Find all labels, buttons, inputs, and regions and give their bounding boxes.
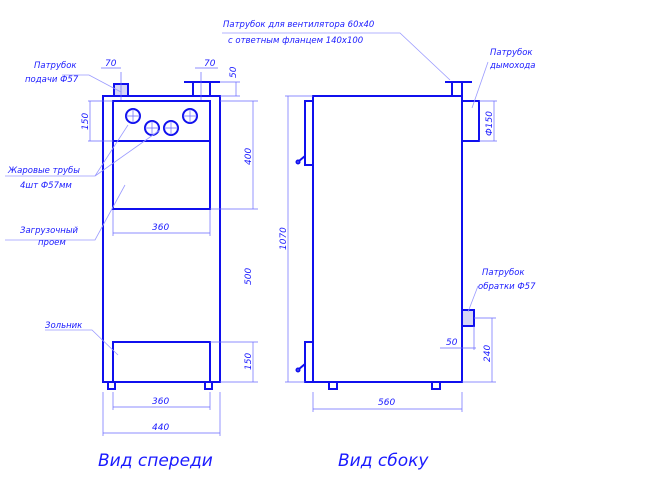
front-view — [88, 67, 258, 436]
dim-top-panel: 150 — [81, 113, 91, 130]
side-body — [312, 95, 463, 383]
fan-pipe-front — [184, 81, 220, 96]
dim-ash-width: 360 — [152, 397, 169, 407]
foot — [107, 381, 116, 390]
chimney-label-2: дымохода — [489, 61, 536, 71]
ashpit-label: Зольник — [45, 321, 83, 331]
supply-label: Патрубок — [34, 61, 77, 71]
fire-tubes-label: Жаровые трубы — [7, 166, 80, 176]
side-view-title: Вид сбоку — [338, 451, 429, 471]
return-label: Патрубок — [482, 268, 525, 278]
dim-fan-height: 50 — [229, 66, 239, 78]
front-view-title: Вид спереди — [98, 451, 213, 471]
return-label-2: обратки Ф57 — [478, 282, 536, 292]
dim-total-width: 440 — [152, 423, 169, 433]
fire-tubes-label-2: 4шт Ф57мм — [20, 181, 72, 191]
fan-pipe-side — [445, 81, 472, 96]
side-view — [285, 81, 497, 412]
dim-supply: 70 — [105, 59, 117, 69]
dim-total-height: 1070 — [279, 227, 289, 250]
door-profile — [304, 100, 314, 166]
fan-pipe-label: Патрубок для вентилятора 60x40 — [223, 20, 374, 30]
ash-handle — [295, 367, 301, 373]
foot — [328, 381, 338, 390]
chimney-pipe — [461, 100, 480, 142]
dim-middle: 500 — [244, 268, 254, 285]
loading-label-2: проем — [38, 238, 66, 248]
dim-depth: 560 — [378, 398, 395, 408]
loading-door — [112, 140, 211, 210]
dim-fan-offset: 70 — [204, 59, 216, 69]
dim-return-height: 240 — [483, 345, 493, 362]
fan-pipe-label-2: с ответным фланцем 140x100 — [228, 36, 363, 46]
door-handle — [295, 159, 301, 165]
dim-door-height: 400 — [244, 148, 254, 165]
dim-return-offset: 50 — [446, 338, 458, 348]
ash-door-profile — [304, 341, 314, 383]
chimney-label: Патрубок — [490, 48, 533, 58]
ash-door — [112, 341, 211, 383]
return-pipe — [461, 309, 475, 327]
dim-door-width: 360 — [152, 223, 169, 233]
dim-chimney: Ф150 — [485, 111, 495, 136]
loading-label: Загрузочный — [20, 226, 79, 236]
foot — [204, 381, 213, 390]
dim-ash-height: 150 — [244, 353, 254, 370]
foot — [431, 381, 441, 390]
supply-label-2: подачи Ф57 — [25, 75, 79, 85]
front-body — [102, 95, 221, 383]
